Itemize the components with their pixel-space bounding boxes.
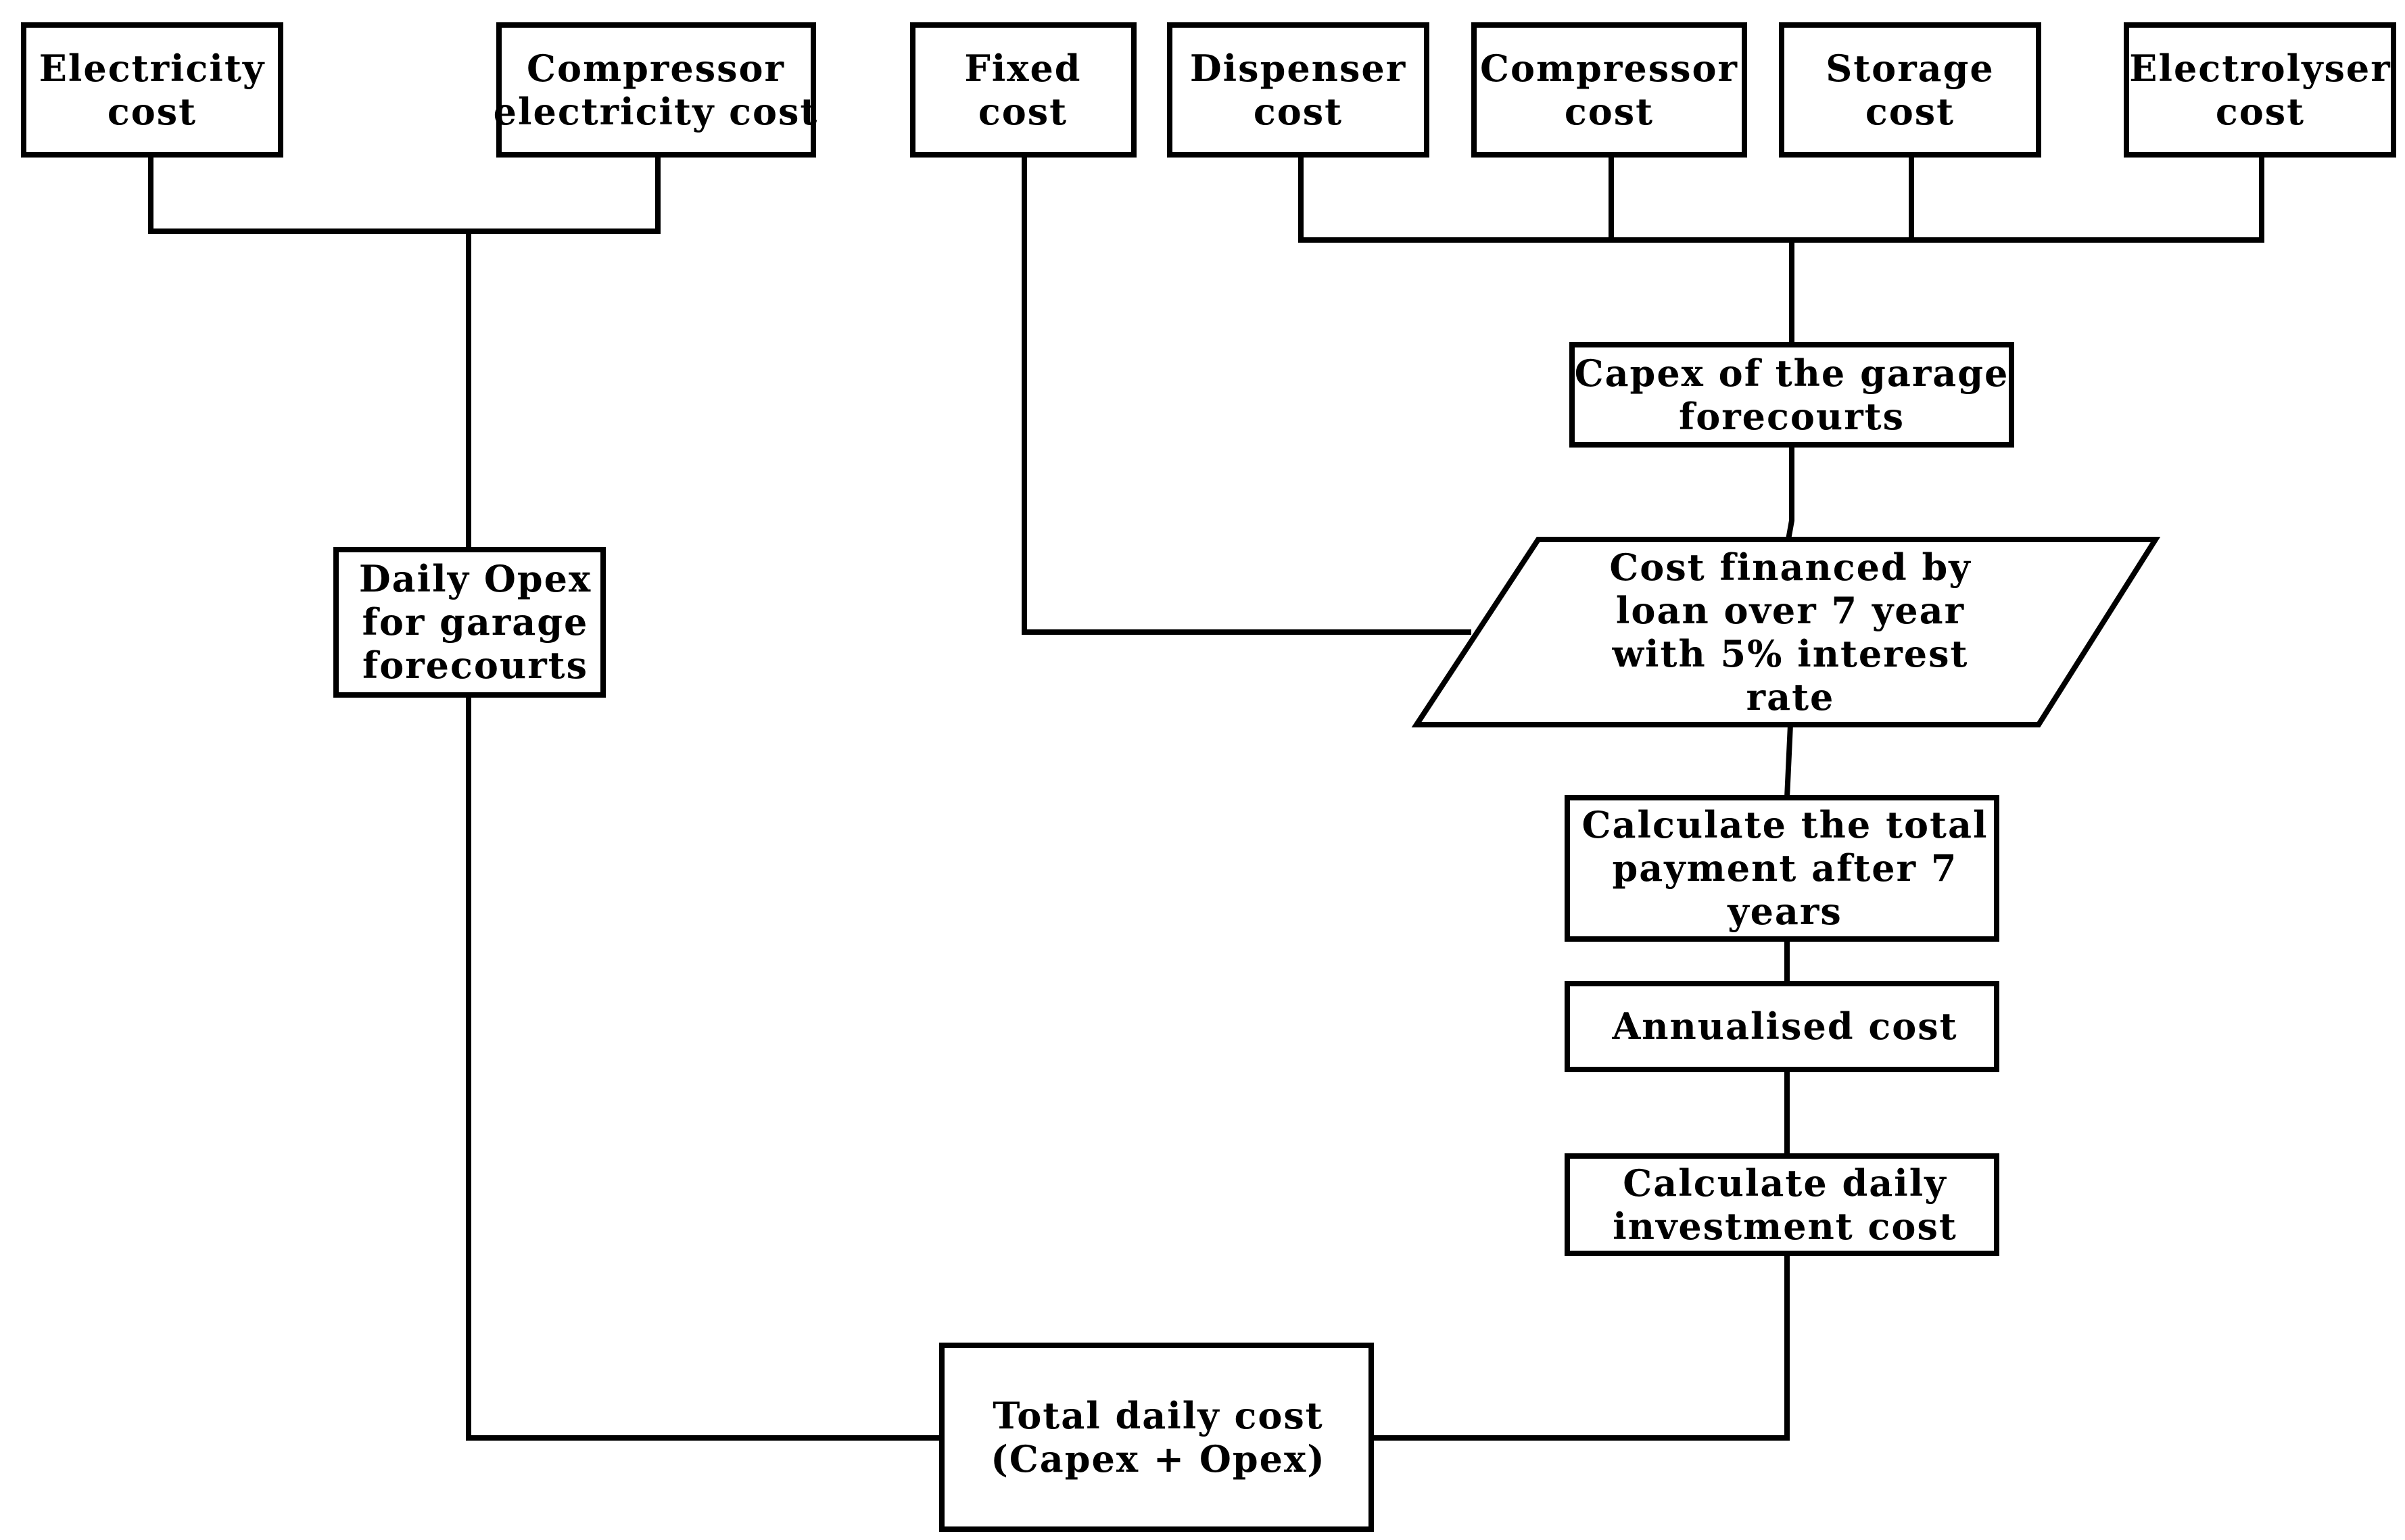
loan-line: loan over 7 year — [1616, 589, 1965, 632]
electrolyser-cost-line: cost — [2216, 90, 2305, 133]
total-payment-line: payment after 7 — [1613, 846, 1958, 890]
daily-investment-line: investment cost — [1613, 1205, 1957, 1248]
edge-loan-to-total-payment — [1784, 721, 1794, 801]
electricity-cost-line: cost — [108, 90, 197, 133]
total-payment-line: Calculate the total — [1582, 803, 1989, 846]
node-total-daily-cost: Total daily cost(Capex + Opex) — [939, 1343, 1374, 1532]
dispenser-cost-line: Dispenser — [1190, 47, 1406, 90]
compressor-electricity-cost-line: electricity cost — [494, 90, 819, 133]
dispenser-cost-line: cost — [1254, 90, 1343, 133]
total-payment-line: years — [1727, 890, 1842, 933]
capex-line: forecourts — [1679, 395, 1905, 438]
loan-line: Cost financed by — [1609, 546, 1971, 589]
loan-line: rate — [1746, 675, 1835, 719]
connectors — [148, 152, 2264, 1441]
edge-daily-opex-to-total — [466, 692, 945, 1441]
fixed-cost-line: Fixed — [964, 47, 1081, 90]
total-daily-line: (Capex + Opex) — [991, 1437, 1326, 1481]
node-annualised-cost: Annualised cost — [1565, 981, 1999, 1072]
annualised-line: Annualised cost — [1611, 1005, 1957, 1048]
daily-investment-line: Calculate daily — [1623, 1161, 1947, 1205]
storage-cost-line: cost — [1865, 90, 1955, 133]
compressor-electricity-cost-line: Compressor — [527, 47, 785, 90]
edge-capex-to-loan — [1785, 442, 1794, 543]
compressor-cost-line: Compressor — [1480, 47, 1738, 90]
electrolyser-cost-line: Electrolyser — [2129, 47, 2391, 90]
compressor-cost-line: cost — [1565, 90, 1654, 133]
edge-daily-investment-to-total — [1368, 1251, 1790, 1441]
electricity-cost-line: Electricity — [39, 47, 266, 90]
node-annualised-cost-label: Annualised cost — [1611, 1005, 1957, 1048]
loan-line: with 5% interest — [1612, 632, 1969, 675]
edge-fixed-to-loan — [1022, 152, 1471, 635]
storage-cost-line: Storage — [1826, 47, 1995, 90]
total-daily-line: Total daily cost — [993, 1394, 1323, 1437]
capex-line: Capex of the garage — [1575, 352, 2009, 395]
daily-opex-line: for garage — [362, 600, 589, 644]
node-total-daily-cost-label: Total daily cost(Capex + Opex) — [991, 1394, 1326, 1481]
fixed-cost-line: cost — [978, 90, 1068, 133]
daily-opex-line: forecourts — [362, 644, 588, 687]
daily-opex-line: Daily Opex — [359, 557, 592, 600]
